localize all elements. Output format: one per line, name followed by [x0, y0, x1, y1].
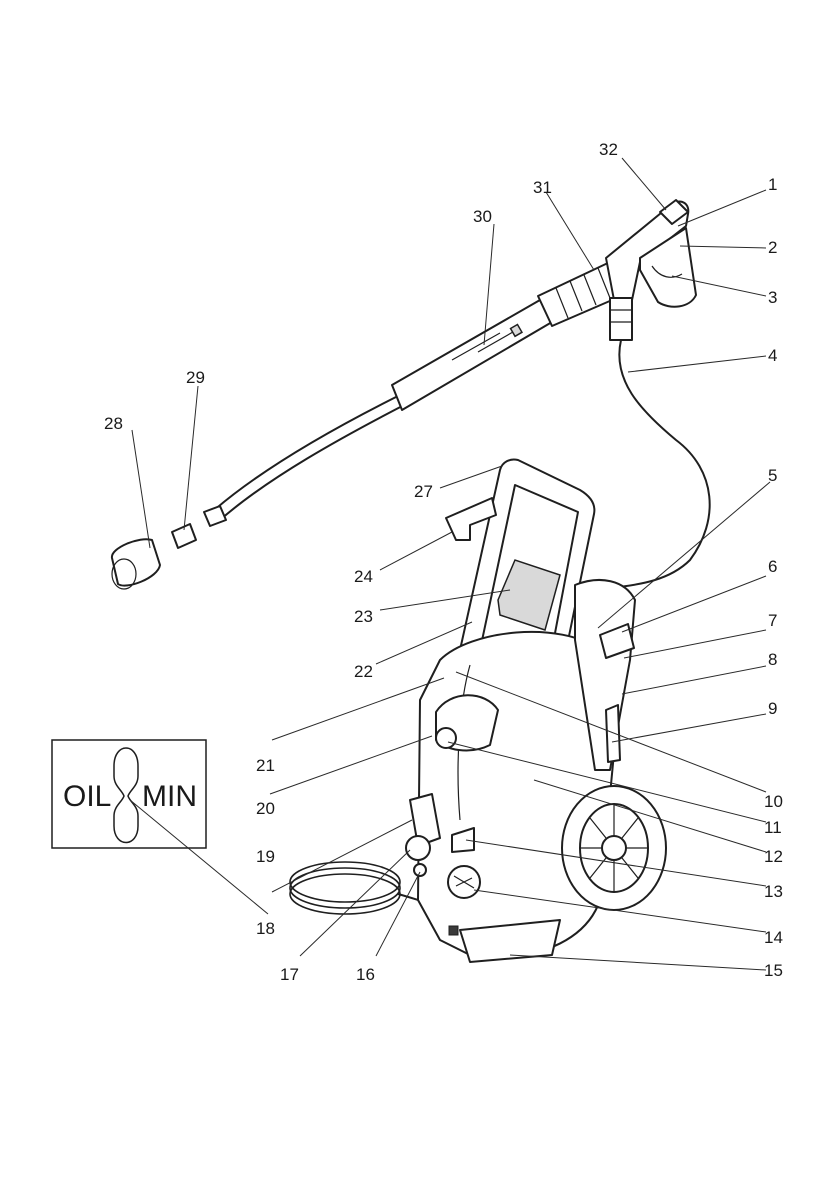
- callout-5: 5: [768, 466, 777, 485]
- callout-23: 23: [354, 607, 373, 626]
- callout-6: 6: [768, 557, 777, 576]
- callout-3: 3: [768, 288, 777, 307]
- callout-17: 17: [280, 965, 299, 984]
- callout-4: 4: [768, 346, 777, 365]
- callout-14: 14: [764, 928, 783, 947]
- callout-32: 32: [599, 140, 618, 159]
- callout-19: 19: [256, 847, 275, 866]
- callout-27: 27: [414, 482, 433, 501]
- callout-2: 2: [768, 238, 777, 257]
- callout-1: 1: [768, 175, 777, 194]
- spray-gun-assembly: [112, 200, 696, 589]
- inset-min-label: MIN: [142, 780, 197, 813]
- callout-12: 12: [764, 847, 783, 866]
- callout-15: 15: [764, 961, 783, 980]
- oil-level-inset: OIL MIN: [52, 740, 206, 848]
- inset-oil-label: OIL: [63, 780, 111, 813]
- callout-20: 20: [256, 799, 275, 818]
- callout-8: 8: [768, 650, 777, 669]
- callout-30: 30: [473, 207, 492, 226]
- callout-10: 10: [764, 792, 783, 811]
- washer-body: [406, 459, 666, 962]
- callout-16: 16: [356, 965, 375, 984]
- callout-31: 31: [533, 178, 552, 197]
- callout-29: 29: [186, 368, 205, 387]
- callout-22: 22: [354, 662, 373, 681]
- callout-24: 24: [354, 567, 373, 586]
- callout-9: 9: [768, 699, 777, 718]
- callout-11: 11: [764, 818, 782, 837]
- callout-28: 28: [104, 414, 123, 433]
- callout-18: 18: [256, 919, 275, 938]
- callout-7: 7: [768, 611, 777, 630]
- callout-13: 13: [764, 882, 783, 901]
- callout-21: 21: [256, 756, 275, 775]
